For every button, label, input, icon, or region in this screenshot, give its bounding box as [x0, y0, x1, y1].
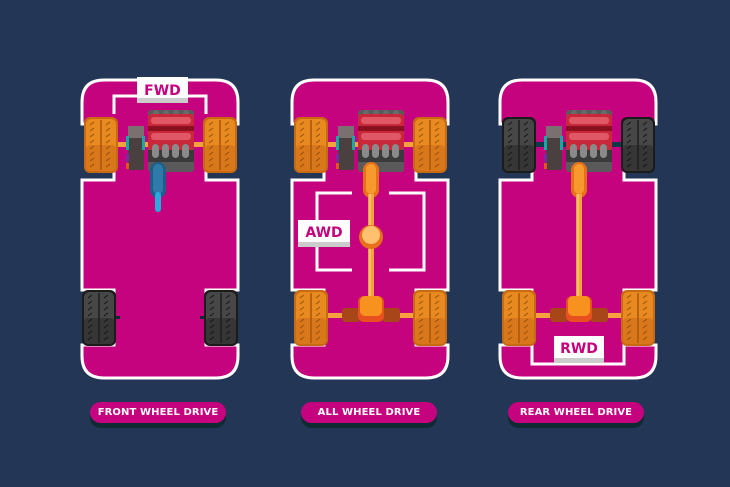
rear-right-tire-icon: [620, 289, 656, 347]
front-right-tire-icon: [620, 116, 656, 174]
rear-right-tire-icon: [203, 289, 239, 347]
awd-badge: AWD: [305, 225, 342, 241]
rear-right-tire-icon: [412, 289, 448, 347]
fwd-caption-text: FRONT WHEEL DRIVE: [97, 407, 219, 418]
fwd-badge: FWD: [144, 83, 181, 99]
front-right-tire-icon: [412, 116, 448, 174]
rear-left-tire-icon: [501, 289, 537, 347]
fwd-diagram: FWD: [80, 77, 240, 380]
rear-left-tire-icon: [293, 289, 329, 347]
front-left-tire-icon: [293, 116, 329, 174]
rwd-badge: RWD: [560, 341, 598, 357]
rwd-caption-text: REAR WHEEL DRIVE: [519, 407, 633, 418]
awd-diagram: AWD: [290, 78, 450, 380]
awd-caption: ALL WHEEL DRIVE: [301, 402, 437, 423]
rwd-caption: REAR WHEEL DRIVE: [508, 402, 644, 423]
rwd-diagram: RWD: [498, 78, 658, 380]
front-left-tire-icon: [501, 116, 537, 174]
rear-left-tire-icon: [81, 289, 117, 347]
fwd-caption: FRONT WHEEL DRIVE: [90, 402, 226, 423]
awd-caption-text: ALL WHEEL DRIVE: [317, 407, 421, 418]
front-left-tire-icon: [83, 116, 119, 174]
front-right-tire-icon: [202, 116, 238, 174]
